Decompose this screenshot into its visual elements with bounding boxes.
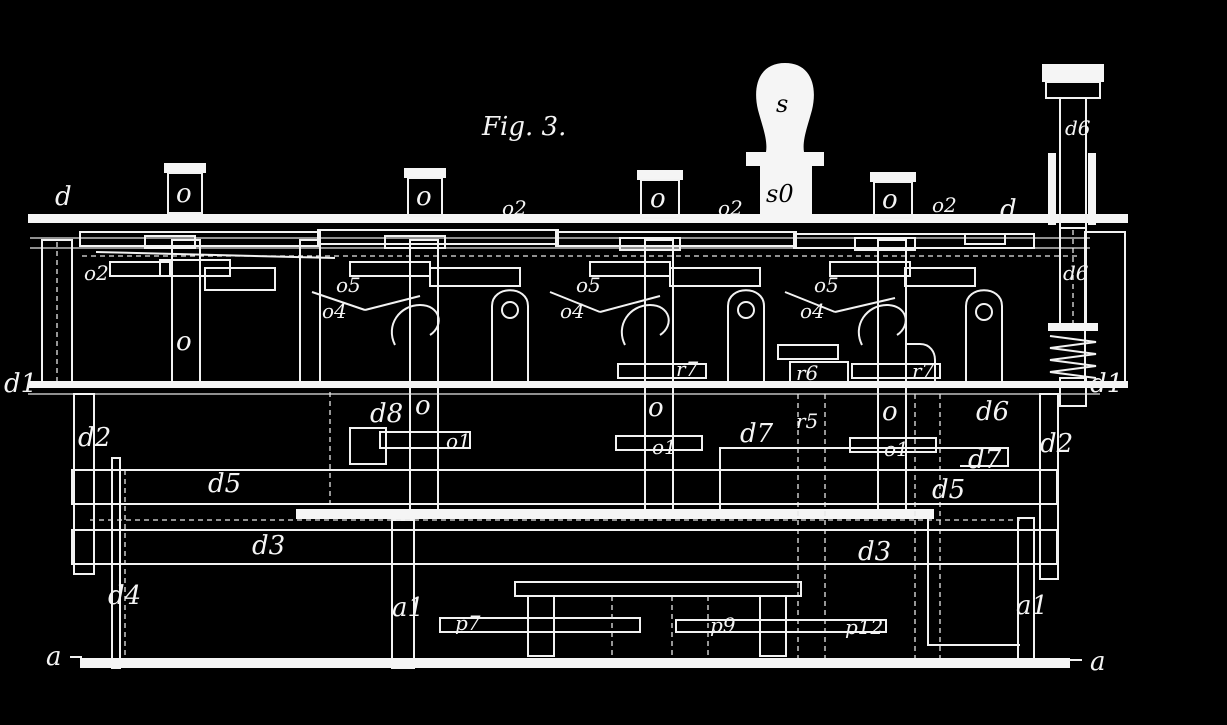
knob-s[interactable]: s s0 <box>746 63 824 216</box>
key-cap-4-label: o <box>882 185 898 215</box>
label-d5-right: d5 <box>932 475 965 505</box>
label-d7-b: d7 <box>968 445 1002 475</box>
base-plate-a <box>80 658 1070 668</box>
label-o4-3: o4 <box>800 299 825 323</box>
label-d8: d8 <box>370 399 403 429</box>
label-a-left: a <box>46 642 62 672</box>
label-o2-3: o2 <box>932 193 957 217</box>
label-d-top-left: d <box>55 182 72 212</box>
label-d5-left: d5 <box>208 469 241 499</box>
label-o1-1: o1 <box>446 429 471 453</box>
label-a1-left: a1 <box>392 593 424 623</box>
label-o2-left: o2 <box>84 261 109 285</box>
column-d6: d6 d6 <box>1042 64 1104 407</box>
lower-bench <box>439 519 1020 660</box>
label-r7b: r7 <box>912 359 935 383</box>
label-o-mid3: o <box>882 397 898 427</box>
middle-blocks <box>296 343 1009 519</box>
label-r6: r6 <box>796 361 819 385</box>
label-d2-right: d2 <box>1040 429 1073 459</box>
key-cap-1-label: o <box>176 179 192 209</box>
key-cap-4[interactable]: o <box>870 172 916 219</box>
label-a1-right: a1 <box>1016 591 1048 621</box>
shafts <box>71 469 1058 565</box>
d6-lower-label: d6 <box>1063 261 1089 285</box>
knob-s-label: s <box>776 90 788 118</box>
label-d4: d4 <box>108 581 141 611</box>
label-d-top-right: d <box>1000 195 1017 225</box>
label-p9: p9 <box>710 613 736 637</box>
label-r5: r5 <box>796 409 818 433</box>
label-o4-2: o4 <box>560 299 585 323</box>
key-cap-3-label: o <box>650 184 666 214</box>
middle-plate-d1 <box>28 381 1128 388</box>
label-a-right: a <box>1090 647 1106 677</box>
key-cap-3[interactable]: o <box>637 170 683 219</box>
figure-title: Fig. 3. <box>481 112 566 142</box>
label-d3-right: d3 <box>858 537 891 567</box>
label-d6-lower: d6 <box>976 397 1009 427</box>
lever-band <box>79 229 1080 313</box>
d6-upper-label: d6 <box>1065 116 1091 140</box>
label-d1-left: d1 <box>4 369 37 399</box>
label-d7-a: d7 <box>740 419 774 449</box>
label-r7: r7 <box>676 357 699 381</box>
key-cap-2-label: o <box>416 182 432 212</box>
label-d2-left: d2 <box>78 423 111 453</box>
right-frame-post <box>1084 231 1126 388</box>
label-o-left: o <box>176 327 192 357</box>
key-cap-2[interactable]: o <box>404 168 446 217</box>
label-o5-1: o5 <box>336 273 361 297</box>
label-o4-1: o4 <box>322 299 347 323</box>
label-o5-2: o5 <box>576 273 601 297</box>
label-o2-2: o2 <box>718 196 743 220</box>
label-p12: p12 <box>845 615 883 639</box>
knob-s0-label: s0 <box>766 180 794 208</box>
label-o2-1: o2 <box>502 196 527 220</box>
label-o5-3: o5 <box>814 273 839 297</box>
label-d1-right: d1 <box>1090 369 1123 399</box>
label-p7: p7 <box>455 611 481 635</box>
label-d3-left: d3 <box>252 531 285 561</box>
label-o1-3: o1 <box>884 437 909 461</box>
label-o1-2: o1 <box>652 435 677 459</box>
label-o-mid1: o <box>415 391 431 421</box>
top-plate-d <box>28 214 1128 223</box>
label-o-mid2: o <box>648 393 664 423</box>
key-cap-1[interactable]: o <box>164 163 206 214</box>
